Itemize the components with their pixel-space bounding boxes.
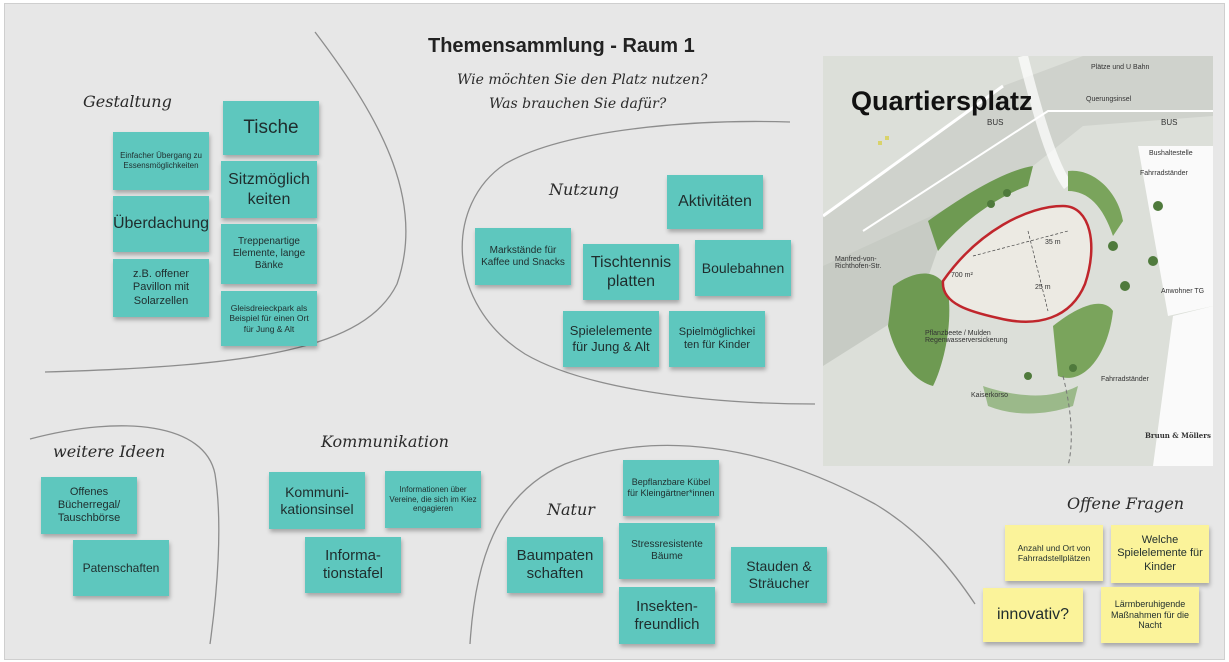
map-label: BUS — [1161, 118, 1178, 127]
map-label: 35 m — [1045, 239, 1061, 246]
sticky-note[interactable]: Treppenartige Elemente, lange Bänke — [221, 224, 317, 284]
map-label: BUS — [987, 118, 1004, 127]
whiteboard-canvas[interactable]: Themensammlung - Raum 1 Wie möchten Sie … — [4, 3, 1225, 660]
sticky-note[interactable]: Informationen über Vereine, die sich im … — [385, 471, 481, 528]
map-label: Bushaltestelle — [1149, 150, 1193, 157]
sticky-note[interactable]: Überdachung — [113, 196, 209, 252]
map-label: Plätze und U Bahn — [1091, 64, 1150, 71]
sticky-note[interactable]: innovativ? — [983, 588, 1083, 642]
map-label: Manfred-von-Richthofen-Str. — [835, 256, 882, 270]
sticky-note[interactable]: Stressresistente Bäume — [619, 523, 715, 579]
map-label: 700 m² — [951, 272, 973, 279]
map-label: 25 m — [1035, 284, 1051, 291]
sticky-note[interactable]: Markstände für Kaffee und Snacks — [475, 228, 571, 285]
map-label: Fahrradständer — [1101, 376, 1149, 383]
sticky-note[interactable]: Bepflanzbare Kübel für Kleingärtner*inne… — [623, 460, 719, 516]
sticky-note[interactable]: Insekten- freundlich — [619, 587, 715, 644]
question-1: Wie möchten Sie den Platz nutzen? — [457, 72, 708, 88]
sticky-note[interactable]: Aktivitäten — [667, 175, 763, 229]
sticky-note[interactable]: Spielmöglichkei ten für Kinder — [669, 311, 765, 367]
sticky-note[interactable]: Patenschaften — [73, 540, 169, 596]
site-plan-image[interactable]: Quartiersplatz Plätze und U Bahn Querung… — [823, 56, 1213, 466]
sticky-note[interactable]: Gleisdreieckpark als Beispiel für einen … — [221, 291, 317, 346]
section-weitere-ideen: weitere Ideen — [53, 442, 166, 461]
sticky-note[interactable]: Informa- tionstafel — [305, 537, 401, 593]
map-label: Anwohner TG — [1161, 288, 1205, 295]
section-nutzung: Nutzung — [549, 180, 620, 199]
sticky-note[interactable]: Lärmberuhigende Maßnahmen für die Nacht — [1101, 587, 1199, 643]
sticky-note[interactable]: Anzahl und Ort von Fahrradstellplätzen — [1005, 525, 1103, 581]
map-title: Quartiersplatz — [851, 86, 1033, 116]
site-plan-drawing — [823, 56, 1213, 466]
section-natur: Natur — [547, 500, 595, 519]
map-credit: Bruun & Möllers — [1145, 431, 1211, 440]
sticky-note[interactable]: z.B. offener Pavillon mit Solarzellen — [113, 259, 209, 317]
board-title: Themensammlung - Raum 1 — [428, 35, 695, 57]
sticky-note[interactable]: Einfacher Übergang zu Essensmöglichkeite… — [113, 132, 209, 190]
section-kommunikation: Kommunikation — [321, 432, 449, 451]
sticky-note[interactable]: Welche Spielelemente für Kinder — [1111, 525, 1209, 583]
map-label: Querungsinsel — [1086, 96, 1132, 103]
sticky-note[interactable]: Offenes Bücherregal/ Tauschbörse — [41, 477, 137, 534]
map-label: Fahrradständer — [1140, 170, 1188, 177]
sticky-note[interactable]: Sitzmöglich keiten — [221, 161, 317, 218]
section-gestaltung: Gestaltung — [83, 92, 172, 111]
sticky-note[interactable]: Baumpaten schaften — [507, 537, 603, 593]
sticky-note[interactable]: Tischtennis platten — [583, 244, 679, 300]
map-label: Kaiserkorso — [971, 392, 1008, 399]
map-label: Pflanzbeete / Mulden Regenwasserversicke… — [925, 330, 1008, 344]
sticky-note[interactable]: Stauden & Sträucher — [731, 547, 827, 603]
sticky-note[interactable]: Tische — [223, 101, 319, 155]
sticky-note[interactable]: Kommuni- kationsinsel — [269, 472, 365, 529]
section-offene-fragen: Offene Fragen — [1067, 494, 1185, 513]
sticky-note[interactable]: Boulebahnen — [695, 240, 791, 296]
question-2: Was brauchen Sie dafür? — [489, 96, 667, 112]
sticky-note[interactable]: Spielelemente für Jung & Alt — [563, 311, 659, 367]
